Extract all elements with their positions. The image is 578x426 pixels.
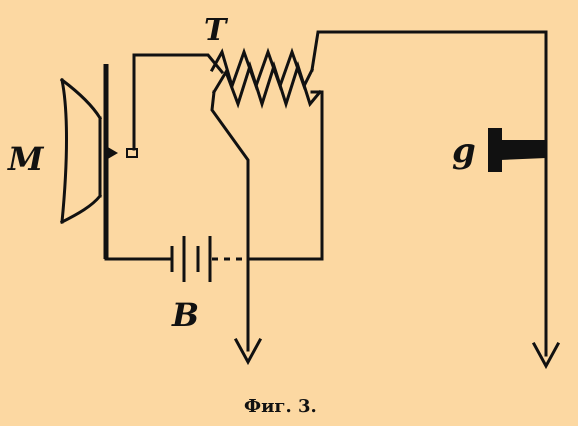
label-telephone: g: [452, 131, 476, 171]
label-transformer: T: [204, 13, 229, 48]
ground-arrow-left: [233, 337, 263, 366]
carbon-contact: [126, 148, 138, 158]
figure-caption: Фиг. 3.: [244, 396, 317, 417]
primary-wire-top: [132, 53, 225, 151]
microphone-horn: [59, 77, 103, 225]
label-microphone: M: [7, 140, 45, 178]
transformer-secondary-coil: [211, 61, 323, 109]
ground-arrow-right: [531, 341, 561, 370]
microphone-contact-point: [106, 146, 118, 160]
telephone-receiver: [488, 128, 546, 172]
secondary-wire-down: [210, 90, 250, 352]
label-battery: B: [171, 296, 199, 334]
line-to-telephone: [310, 30, 548, 357]
secondary-wire-right: [248, 90, 324, 261]
